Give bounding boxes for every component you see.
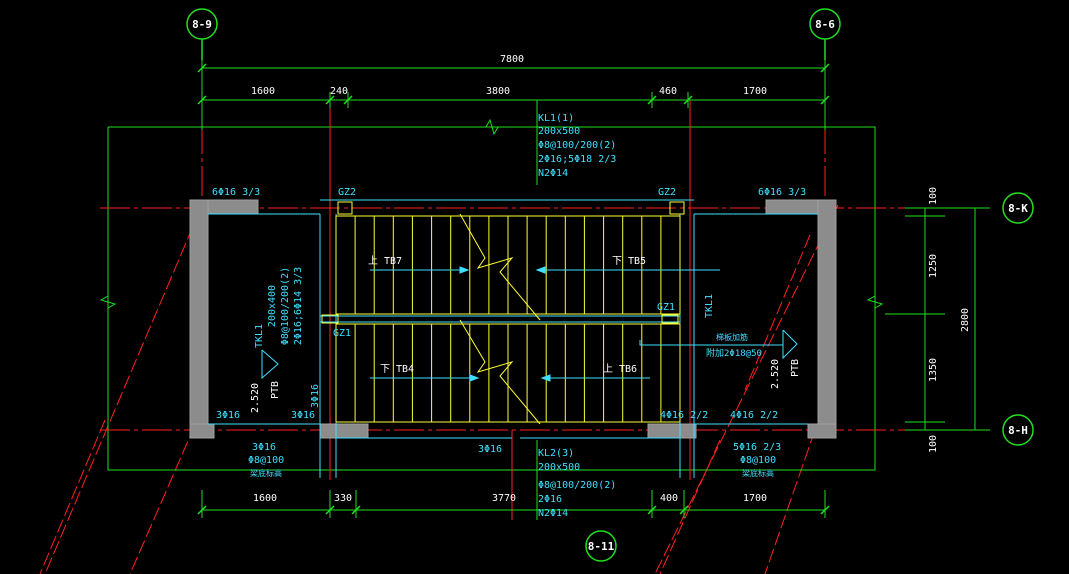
gz-columns bbox=[321, 201, 685, 324]
rebar-3-16-d: 3Φ16 bbox=[478, 444, 502, 455]
dim-overall-top: 7800 bbox=[500, 54, 524, 65]
dim-top-4: 460 bbox=[659, 86, 677, 97]
right-dimension-text: 100 1250 2800 1350 100 bbox=[928, 187, 971, 453]
axis-label-bottom: 8-11 bbox=[588, 540, 615, 553]
dim-top-1: 1600 bbox=[251, 86, 275, 97]
dim-right-overall: 2800 bbox=[960, 308, 971, 332]
note-line2: 附加2Φ18@50 bbox=[706, 347, 762, 359]
dim-ticks bbox=[197, 63, 830, 515]
axis-bubbles bbox=[186, 8, 1034, 562]
ptb-left: PTB bbox=[270, 381, 281, 399]
dim-bottom-3: 3770 bbox=[492, 493, 516, 504]
dim-top-5: 1700 bbox=[743, 86, 767, 97]
axis-labels: 8-9 8-6 8-11 8-K 8-H bbox=[192, 18, 1028, 553]
bl-line2: Φ8@100 bbox=[248, 455, 284, 466]
flight-tb6: 上 TB6 bbox=[603, 363, 637, 375]
flight-tb4: 下 TB4 bbox=[380, 364, 414, 375]
dim-top-2: 240 bbox=[330, 86, 348, 97]
kl1-main: 2Φ16;5Φ18 2/3 bbox=[538, 154, 616, 165]
axis-label-right-bottom: 8-H bbox=[1008, 424, 1028, 437]
elevation-right: 2.520 bbox=[770, 359, 781, 389]
dim-bottom-1: 1600 bbox=[253, 493, 277, 504]
tkl1-left-annotation: TKL1 200x400 Φ8@100/200(2) 2Φ16;6Φ14 3/3 bbox=[254, 267, 304, 348]
kl2-stirrup: Φ8@100/200(2) bbox=[538, 480, 616, 491]
boundary-breaks bbox=[99, 118, 884, 309]
rebar-top-left: 6Φ16 3/3 bbox=[212, 187, 260, 198]
kl1-annotation: KL1(1) 200x500 Φ8@100/200(2) 2Φ16;5Φ18 2… bbox=[538, 113, 616, 179]
rebar-top-right: 6Φ16 3/3 bbox=[758, 187, 806, 198]
rebar-3-16-b: 3Φ16 bbox=[291, 410, 315, 421]
dim-right-top: 100 bbox=[928, 187, 939, 205]
kl1-size: 200x500 bbox=[538, 126, 580, 137]
kl1-stirrup: Φ8@100/200(2) bbox=[538, 140, 616, 151]
tkl1-left-stirrup: Φ8@100/200(2) bbox=[280, 267, 291, 345]
ptb-right: PTB bbox=[790, 359, 801, 377]
rebar-3-16-a: 3Φ16 bbox=[216, 410, 240, 421]
outer-boundary bbox=[107, 126, 876, 471]
dim-top-3: 3800 bbox=[486, 86, 510, 97]
bl-line1: 3Φ16 bbox=[252, 442, 276, 453]
kl1-side: N2Φ14 bbox=[538, 168, 568, 179]
br-line2: Φ8@100 bbox=[740, 455, 776, 466]
elevation-left: 2.520 bbox=[250, 383, 261, 413]
axis-label-right-top: 8-K bbox=[1008, 202, 1028, 215]
note-line1: 梯板加筋 bbox=[716, 332, 748, 342]
stair-treads bbox=[335, 216, 681, 422]
flight-tb7: 上 TB7 bbox=[368, 255, 402, 267]
gz1-left-label: GZ1 bbox=[333, 328, 351, 339]
kl1-name: KL1(1) bbox=[538, 113, 574, 124]
direction-arrows bbox=[370, 266, 720, 382]
top-dimension-text: 7800 1600 240 3800 460 1700 bbox=[251, 54, 767, 97]
dim-bottom-2: 330 bbox=[334, 493, 352, 504]
rebar-4-16-b: 4Φ16 2/2 bbox=[730, 410, 778, 421]
kl2-annotation: KL2(3) 200x500 Φ8@100/200(2) 2Φ16 N2Φ14 bbox=[538, 448, 616, 519]
gz1-right-label: GZ1 bbox=[657, 302, 675, 313]
bottom-right-beam-note: 5Φ16 2/3 Φ8@100 梁底标高 bbox=[733, 442, 781, 478]
section-hatch-lines bbox=[39, 204, 839, 574]
kl2-name: KL2(3) bbox=[538, 448, 574, 459]
rebar-3-16-c: 3Φ16 bbox=[310, 384, 321, 408]
tkl1-left-size: 200x400 bbox=[267, 285, 278, 327]
br-line3: 梁底标高 bbox=[742, 468, 774, 478]
ptb-labels: PTB PTB 2.520 2.520 bbox=[250, 359, 801, 413]
axis-label-top-left: 8-9 bbox=[192, 18, 212, 31]
gz2-left-label: GZ2 bbox=[338, 187, 356, 198]
dim-right-bottom: 100 bbox=[928, 435, 939, 453]
bottom-dimension-text: 1600 330 3770 400 1700 bbox=[253, 493, 767, 504]
flight-labels: 上 TB7 下 TB5 下 TB4 上 TB6 bbox=[368, 255, 646, 375]
wall-columns bbox=[189, 199, 837, 439]
kl2-size: 200x500 bbox=[538, 462, 580, 473]
axis-label-top-right: 8-6 bbox=[815, 18, 835, 31]
dim-right-lower: 1350 bbox=[928, 358, 939, 382]
dim-right-upper: 1250 bbox=[928, 254, 939, 278]
gz2-right-label: GZ2 bbox=[658, 187, 676, 198]
kl2-main: 2Φ16 bbox=[538, 494, 562, 505]
br-line1: 5Φ16 2/3 bbox=[733, 442, 781, 453]
bottom-left-beam-note: 3Φ16 Φ8@100 梁底标高 bbox=[248, 442, 284, 478]
dim-bottom-5: 1700 bbox=[743, 493, 767, 504]
dim-bottom-4: 400 bbox=[660, 493, 678, 504]
additional-rebar-note: 梯板加筋 附加2Φ18@50 bbox=[706, 332, 762, 359]
tkl1-right-name: TKL1 bbox=[704, 294, 715, 318]
flight-break-lines bbox=[336, 213, 680, 425]
rebar-labels: 6Φ16 3/3 6Φ16 3/3 3Φ16 3Φ16 3Φ16 3Φ16 4Φ… bbox=[212, 187, 806, 455]
rebar-4-16-a: 4Φ16 2/2 bbox=[660, 410, 708, 421]
column-labels: GZ2 GZ2 GZ1 GZ1 bbox=[333, 187, 676, 339]
tkl1-left-name: TKL1 bbox=[254, 324, 265, 348]
tkl1-left-main: 2Φ16;6Φ14 3/3 bbox=[293, 267, 304, 345]
bl-line3: 梁底标高 bbox=[250, 468, 282, 478]
kl2-side: N2Φ14 bbox=[538, 508, 568, 519]
ptb-markers bbox=[261, 329, 798, 380]
flight-tb5: 下 TB5 bbox=[612, 256, 646, 267]
